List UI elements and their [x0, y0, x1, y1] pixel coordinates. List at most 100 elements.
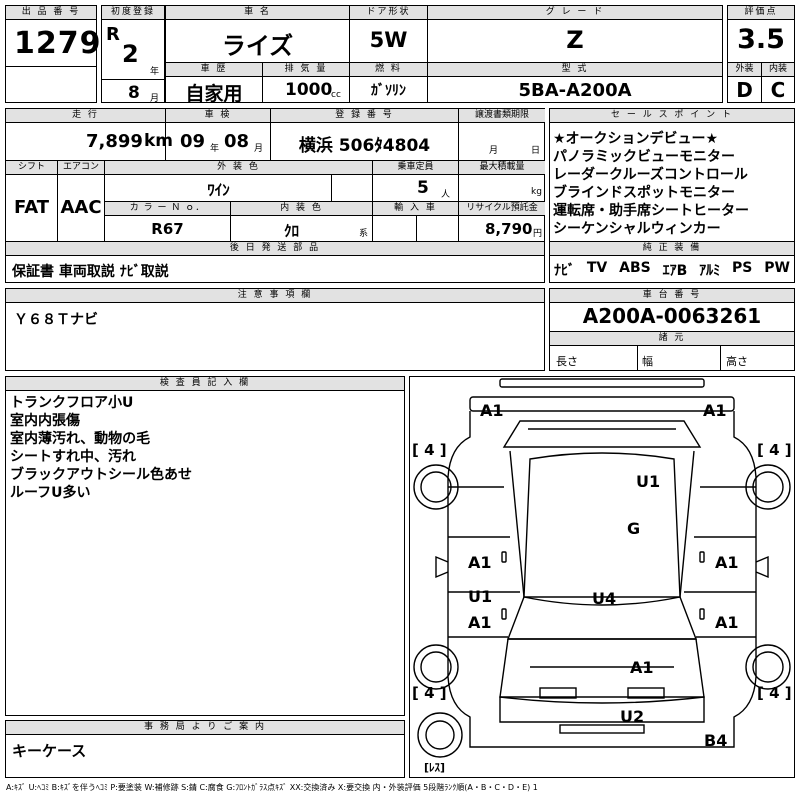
- mark-a1-right-front-door: A1: [715, 553, 739, 572]
- insp-year: 09: [180, 131, 206, 152]
- capacity-cell: 乗車定員 5 人: [373, 161, 459, 201]
- displacement-label: 排 気 量: [263, 63, 349, 77]
- colorno-label: カ ラ ー Ｎ ｏ．: [105, 202, 230, 216]
- exterior-grade: D: [736, 78, 753, 102]
- later-parts-box: 後 日 発 送 部 品 保証書 車両取説 ﾅﾋﾞ取説: [5, 241, 545, 283]
- load-unit: kg: [531, 187, 542, 197]
- selling-point: レーダークルーズコントロール: [553, 167, 748, 183]
- mark-a1-front-left: A1: [480, 401, 504, 420]
- inspector-line: トランクフロア小U: [10, 395, 134, 411]
- selling-point: ★オークションデビュー★: [553, 131, 719, 147]
- notes-box: 注 意 事 項 欄 Ｙ６８Ｔナビ: [5, 288, 545, 371]
- mark-u4-center: U4: [592, 589, 617, 608]
- office-label: 事 務 局 よ り ご 案 内: [6, 721, 404, 735]
- later-parts: 保証書 車両取説 ﾅﾋﾞ取説: [12, 264, 169, 280]
- insp-year-unit: 年: [210, 144, 220, 154]
- grade: Z: [566, 26, 584, 54]
- office-box: 事 務 局 よ り ご 案 内 キーケース: [5, 720, 405, 778]
- color-no: R67: [151, 220, 184, 238]
- mark-a1-right-rear-door: A1: [715, 613, 739, 632]
- tire-tread-front-left: [ 4 ]: [412, 441, 447, 459]
- height-label: 高さ: [726, 355, 748, 368]
- equipment-label: 純 正 装 備: [550, 242, 794, 256]
- score-box: 評価点 3.5: [727, 5, 795, 63]
- color-cell: 外 装 色 ﾜｲﾝ: [105, 161, 373, 201]
- door-box: ドア形状 5W: [349, 5, 428, 63]
- reg-cell: 登 録 番 号 横浜 506ﾀ4804: [271, 109, 459, 160]
- equipment-item: ﾅﾋﾞ: [554, 263, 575, 279]
- car-outline: [413, 378, 791, 758]
- inspector-line: ブラックアウトシール色あせ: [10, 467, 192, 483]
- interior-color-unit: 系: [359, 229, 369, 239]
- inspector-notes: トランクフロア小U 室内内張傷 室内薄汚れ、動物の毛 シートすれ中、汚れ ブラッ…: [10, 394, 192, 502]
- interior-grade-box: 内装 C: [761, 62, 795, 103]
- history-box: 車 歴 自家用: [165, 62, 263, 105]
- length-label: 長さ: [556, 355, 578, 368]
- reg-month: 8: [128, 83, 140, 103]
- fuel: ｶﾞｿﾘﾝ: [371, 83, 406, 99]
- interior-grade: C: [770, 78, 786, 102]
- office-text: キーケース: [12, 742, 87, 760]
- mileage-label: 走 行: [6, 109, 165, 123]
- mark-a1-hood: A1: [630, 658, 654, 677]
- selling-points-box: セ ー ル ス ポ イ ン ト ★オークションデビュー★ パノラミックビューモニ…: [549, 108, 795, 242]
- import-label: 輸 入 車: [373, 202, 458, 216]
- later-parts-label: 後 日 発 送 部 品: [6, 242, 544, 256]
- month-unit: 月: [150, 94, 160, 104]
- mark-u2-bumper: U2: [620, 707, 645, 726]
- reg-year: 2: [122, 40, 139, 68]
- chassis-number: A200A-0063261: [582, 304, 762, 328]
- width-label: 幅: [642, 355, 653, 368]
- damage-diagram: A1 A1 U1 G A1 A1 U1 U4 A1 A1 A1 U2 B4 [ …: [409, 376, 795, 778]
- shift-label: シフト: [6, 161, 57, 175]
- notes-label: 注 意 事 項 欄: [6, 289, 544, 303]
- capacity-label: 乗車定員: [373, 161, 458, 175]
- car-name: ライズ: [221, 32, 294, 60]
- interior-label: 内装: [762, 63, 794, 77]
- displacement: 1000: [285, 80, 333, 100]
- model-label: 型 式: [428, 63, 722, 77]
- recycle-cell: リサイクル預託金 8,790 円: [459, 202, 545, 242]
- era: R: [106, 24, 120, 45]
- spec-label: 諸 元: [550, 332, 794, 346]
- equipment-item: ABS: [619, 260, 651, 276]
- history-label: 車 歴: [166, 63, 262, 77]
- ac: AAC: [60, 197, 102, 218]
- insp-month-unit: 月: [254, 144, 264, 154]
- inspector-line: シートすれ中、汚れ: [10, 449, 136, 465]
- tire-tread-rear-right: [ 4 ]: [757, 684, 792, 702]
- selling-point: パノラミックビューモニター: [553, 149, 735, 165]
- reg-number: 横浜 506ﾀ4804: [298, 136, 431, 156]
- mark-b4-bumper: B4: [704, 731, 728, 750]
- displacement-box: 排 気 量 1000 cc: [262, 62, 350, 103]
- equipment-box: 純 正 装 備 ﾅﾋﾞ TV ABS ｴｱB ｱﾙﾐ PS PW: [549, 241, 795, 283]
- notes: Ｙ６８Ｔナビ: [14, 312, 98, 328]
- mark-u1-roof: U1: [636, 472, 661, 491]
- grade-label: グ レ ー ド: [428, 6, 722, 20]
- equipment-list: ﾅﾋﾞ TV ABS ｴｱB ｱﾙﾐ PS PW: [554, 260, 790, 280]
- model: 5BA-A200A: [518, 80, 632, 101]
- selling-point: 運転席・助手席シートヒーター: [553, 203, 749, 219]
- exterior-grade-box: 外装 D: [727, 62, 762, 103]
- inspector-line: 室内内張傷: [10, 413, 80, 429]
- door-label: ドア形状: [350, 6, 427, 20]
- inspector-line: ルーフU多い: [10, 485, 91, 501]
- fuel-box: 燃 料 ｶﾞｿﾘﾝ: [349, 62, 428, 103]
- doc-month: 月: [489, 146, 499, 156]
- ac-cell: エアコン AAC: [58, 161, 105, 242]
- grade-box: グ レ ー ド Z: [427, 5, 723, 63]
- colorno-cell: カ ラ ー Ｎ ｏ． R67: [105, 202, 231, 242]
- import-cell: 輸 入 車: [373, 202, 459, 242]
- chassis-box: 車 台 番 号 A200A-0063261 諸 元 長さ 幅 高さ: [549, 288, 795, 371]
- score-label: 評価点: [728, 6, 794, 20]
- spec-grid: 走 行 7,899 km 車 検 09 年 08 月 登 録 番 号 横浜 50…: [5, 108, 545, 242]
- tire-tread-rear-left: [ 4 ]: [412, 684, 447, 702]
- equipment-item: PS: [732, 260, 753, 276]
- shift: FAT: [13, 197, 50, 218]
- equipment-item: ｱﾙﾐ: [699, 263, 721, 279]
- name-box: 車 名 ライズ: [165, 5, 350, 63]
- tire-tread-front-right: [ 4 ]: [757, 441, 792, 459]
- selling-point: シーケンシャルウィンカー: [553, 221, 721, 237]
- inspector-label: 検 査 員 記 入 欄: [6, 377, 404, 391]
